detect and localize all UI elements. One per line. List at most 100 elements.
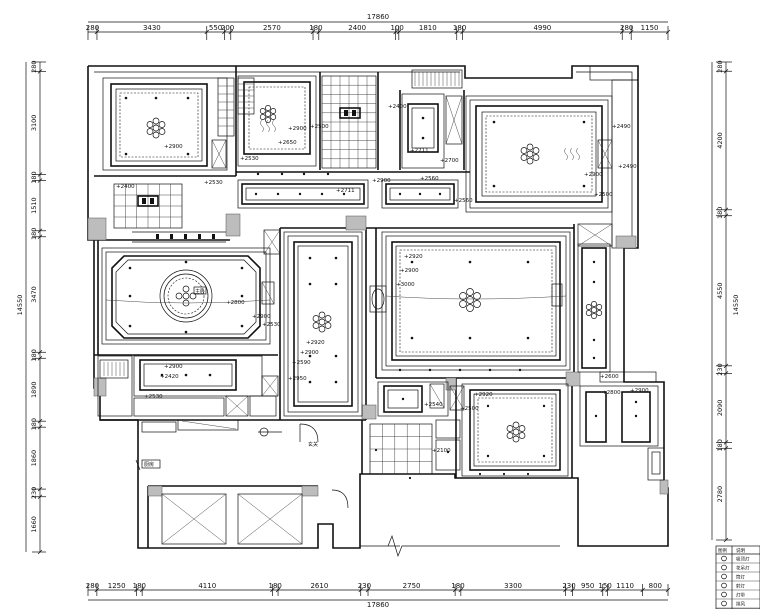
- bottom-dim-slash: [600, 587, 605, 593]
- bottom-dim-value: 180: [269, 582, 282, 590]
- top-dim-slash: [619, 29, 625, 35]
- room-tag: 玄关: [308, 441, 318, 448]
- left-dim-slash: [37, 172, 43, 177]
- level-labels: +2900 +2650 +2900 +2500 +2530 +2400 +271…: [116, 104, 649, 454]
- bottom-dim-slash: [452, 587, 458, 593]
- bottom-dim-slash: [563, 587, 568, 593]
- ceiling-kitchen: [97, 355, 279, 417]
- level-label: +2900: [300, 350, 319, 356]
- level-label: +2900: [372, 178, 391, 184]
- level-label: +2950: [288, 376, 307, 382]
- chandelier-icon: [459, 288, 481, 312]
- ceiling-living-main: [369, 231, 571, 372]
- level-label: +2540: [424, 402, 443, 408]
- level-label: +2530: [204, 180, 223, 186]
- left-dim-value: 280: [30, 60, 38, 72]
- right-dim-value: 4550: [716, 283, 724, 300]
- level-label: +2560: [454, 198, 473, 204]
- left-dim-value: 1660: [30, 516, 38, 533]
- level-label: +2100: [432, 448, 451, 454]
- top-dim-value: 2570: [263, 24, 281, 32]
- bottom-dim-value: 180: [133, 582, 146, 590]
- left-dim-value: 230: [30, 487, 38, 499]
- right-dim-slash: [723, 213, 729, 218]
- level-label: +2500: [310, 124, 329, 130]
- bottom-dim-value: 180: [451, 582, 464, 590]
- top-dim-value: 100: [391, 24, 404, 32]
- level-label: +2700: [440, 158, 459, 164]
- level-label: +2711: [336, 188, 355, 194]
- top-dim-slash: [228, 29, 234, 35]
- left-dim-value: 3470: [30, 286, 38, 303]
- right-dim-value: 180: [716, 439, 724, 451]
- bottom-dim-slash: [665, 587, 671, 593]
- top-dim-slash: [454, 29, 459, 35]
- left-dimension-band: 14550 2803100180151018034701801890180186…: [16, 60, 46, 555]
- bottom-dim-value: 230: [358, 582, 371, 590]
- level-label: +2900: [584, 172, 603, 178]
- level-label: +2920: [474, 392, 493, 398]
- level-label: +2920: [404, 254, 423, 260]
- bottom-dim-slash: [458, 587, 464, 593]
- level-label: +2560: [420, 176, 439, 182]
- bottom-dim-slash: [94, 587, 100, 593]
- top-dim-value: 180: [309, 24, 322, 32]
- level-label: +2900: [252, 314, 271, 320]
- ceiling-bedroom-left: [102, 77, 228, 171]
- right-dim-value: 2090: [716, 400, 724, 417]
- left-dim-value: 180: [30, 349, 38, 361]
- top-dim-slash: [460, 29, 465, 35]
- level-label: +2490: [612, 124, 631, 130]
- right-dim-slash: [723, 363, 729, 369]
- top-dim-slash: [94, 29, 100, 35]
- level-label: +2490: [618, 164, 637, 170]
- ceiling-right-narrow: [577, 223, 613, 373]
- bottom-dim-value: 800: [649, 582, 662, 590]
- top-dim-value: 550: [209, 24, 222, 32]
- right-dim-slash: [723, 537, 729, 543]
- ceiling-entry: [135, 419, 560, 558]
- level-label: +2590: [292, 360, 311, 366]
- legend-header: 图例: [718, 547, 727, 554]
- bottom-dim-slash: [640, 587, 645, 593]
- ceiling-living-left: [101, 247, 275, 345]
- legend-label: 排风: [736, 601, 745, 608]
- chandelier-icon: [585, 301, 603, 319]
- chandelier-icon: [175, 285, 197, 307]
- level-label: +2530: [240, 156, 259, 162]
- legend-symbol-icon: [721, 573, 727, 580]
- left-total-dim: 14550: [16, 295, 24, 316]
- left-dim-value: 3100: [30, 115, 38, 132]
- legend-label: 花吊灯: [736, 565, 750, 572]
- ceiling-bedroom-middle: [237, 75, 317, 167]
- level-label: +2711: [410, 148, 429, 154]
- legend-symbol-icon: [721, 591, 727, 598]
- top-dim-slash: [310, 29, 316, 35]
- right-dim-slash: [723, 68, 729, 74]
- level-label: +2420: [160, 374, 179, 380]
- level-label: +2920: [306, 340, 325, 346]
- level-label: +2900: [630, 388, 649, 394]
- bottom-dim-slash: [605, 587, 610, 593]
- legend-label: 射灯: [736, 583, 745, 590]
- top-total-dim: 17860: [367, 13, 389, 21]
- ceiling-central-corridor: [263, 229, 363, 417]
- bottom-dim-slash: [570, 587, 575, 593]
- top-dim-slash: [628, 29, 634, 35]
- left-dim-value: 1890: [30, 381, 38, 398]
- top-dim-slash: [393, 29, 398, 35]
- top-dim-value: 280: [620, 24, 633, 32]
- legend-symbol-icon: [721, 582, 727, 589]
- level-label: +2800: [602, 390, 621, 396]
- left-dim-value: 180: [30, 228, 38, 240]
- right-dim-slash: [723, 440, 729, 445]
- top-dim-value: 2400: [348, 24, 366, 32]
- right-total-dim: 14550: [732, 295, 740, 316]
- left-dim-slash: [37, 350, 43, 355]
- bottom-dim-value: 2750: [403, 582, 421, 590]
- level-label: +2400: [388, 104, 407, 110]
- top-dim-slash: [204, 29, 210, 35]
- wardrobe-hatch-1: [217, 77, 235, 137]
